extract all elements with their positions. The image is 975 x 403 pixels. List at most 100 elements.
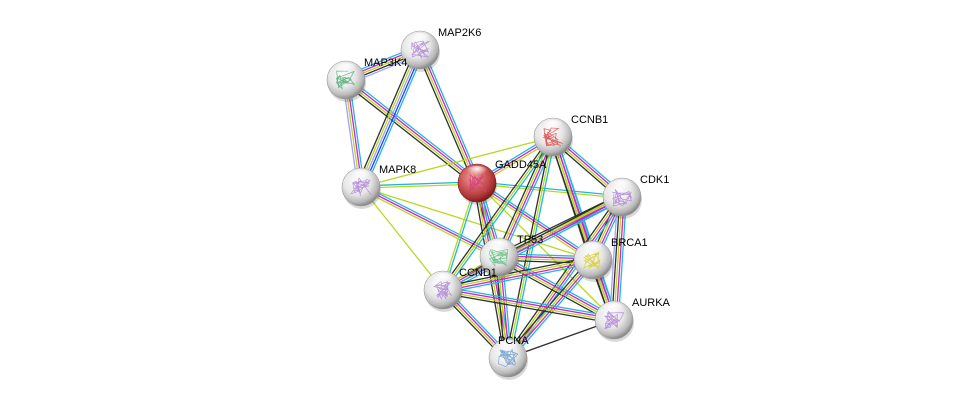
node-gadd45a[interactable]: GADD45A [457, 159, 547, 205]
node-map3k4[interactable]: MAP3K4 [326, 57, 407, 102]
edge-line-textmining [506, 258, 593, 358]
edge-ccnb1-tp53[interactable] [495, 135, 557, 259]
edge-line-textmining [506, 195, 622, 358]
edge-gadd45a-aurka[interactable] [476, 182, 615, 321]
edge-cdk1-aurka[interactable] [608, 196, 628, 321]
node-label: BRCA1 [611, 237, 648, 249]
edge-mapk8-brca1[interactable] [360, 186, 594, 261]
node-label: PCNA [498, 335, 529, 347]
edge-line-neighborhood [362, 50, 423, 189]
edge-line-coexpression [495, 135, 551, 256]
edge-cdk1-pcna[interactable] [504, 194, 626, 361]
edge-line-textmining [360, 186, 444, 291]
node-highlight [496, 341, 520, 355]
edge-line-known-database [444, 199, 624, 294]
node-label: MAP2K6 [438, 27, 481, 39]
node-highlight [487, 240, 511, 254]
node-highlight [431, 273, 455, 287]
node-ccnd1[interactable]: CCND1 [423, 267, 497, 312]
edge-line-coexpression [442, 256, 593, 288]
edge-line-experimental [420, 49, 479, 183]
edge-line-experimental [476, 182, 594, 261]
edge-line-coexpression [356, 48, 417, 186]
edge-line-textmining [498, 257, 614, 322]
edge-line-known-database [509, 137, 556, 359]
node-highlight [581, 243, 605, 257]
edge-line-textmining [507, 136, 554, 359]
edge-line-experimental [346, 78, 479, 183]
edge-gadd45a-cdk1[interactable] [476, 181, 623, 199]
node-highlight [334, 63, 358, 77]
edge-line-textmining [418, 50, 477, 184]
node-highlight [465, 166, 489, 180]
edge-map2k6-gadd45a[interactable] [416, 48, 481, 185]
edge-line-known-database [360, 181, 477, 187]
node-mapk8[interactable]: MAPK8 [341, 164, 416, 209]
edge-line-textmining [476, 182, 615, 321]
edge-line-known-database [500, 253, 616, 318]
node-ccnb1[interactable]: CCNB1 [533, 114, 608, 159]
edge-line-experimental [360, 186, 500, 258]
edge-ccnd1-aurka[interactable] [442, 286, 615, 324]
node-label: CCNB1 [571, 114, 608, 126]
node-label: CDK1 [640, 174, 669, 186]
edge-line-textmining [344, 80, 477, 185]
node-label: CCND1 [459, 267, 497, 279]
edge-line-textmining [442, 290, 614, 322]
edge-map3k4-gadd45a[interactable] [343, 76, 480, 187]
edge-cdk1-ccnd1[interactable] [441, 193, 624, 294]
edge-mapk8-ccnd1[interactable] [360, 186, 444, 291]
node-highlight [408, 33, 432, 47]
protein-structure-icon [488, 248, 509, 267]
edge-line-coexpression [343, 82, 476, 187]
edge-line-experimental [443, 260, 594, 292]
node-highlight [349, 170, 373, 184]
edge-line-textmining [442, 136, 554, 291]
edge-line-textmining [360, 186, 594, 261]
edge-line-coexpression [611, 196, 621, 320]
edge-line-known-database [444, 137, 556, 292]
edge-line-experimental [443, 288, 615, 320]
protein-structure-icon [542, 127, 563, 147]
node-label: AURKA [632, 297, 671, 309]
edge-map2k6-mapk8[interactable] [356, 48, 425, 189]
edge-brca1-ccnd1[interactable] [442, 256, 594, 294]
node-map2k6[interactable]: MAP2K6 [400, 27, 481, 72]
edge-line-coexpression [442, 292, 614, 324]
edge-line-experimental [508, 197, 624, 360]
edge-line-known-database [510, 261, 596, 361]
edge-line-textmining [359, 188, 499, 260]
edge-line-experimental [443, 197, 623, 292]
edge-line-known-database [422, 48, 481, 182]
protein-structure-icon [468, 173, 488, 193]
edge-mapk8-gadd45a[interactable] [360, 181, 478, 189]
edge-line-known-database [443, 262, 594, 294]
edge-mapk8-ccnb1[interactable] [360, 136, 554, 188]
edge-line-coexpression [440, 135, 552, 290]
edge-line-known-database [347, 76, 480, 181]
edge-line-textmining [442, 195, 622, 290]
edge-line-textmining [360, 136, 554, 188]
protein-structure-icon [335, 70, 355, 90]
edge-line-textmining [442, 258, 593, 290]
node-brca1[interactable]: BRCA1 [573, 237, 648, 282]
edge-line-textmining [358, 48, 419, 187]
edge-line-known-database [364, 51, 425, 189]
edge-line-homology [608, 196, 619, 320]
edge-line-homology [360, 49, 421, 188]
edge-line-textmining [497, 136, 553, 257]
node-aurka[interactable]: AURKA [594, 297, 671, 342]
edge-line-textmining [613, 196, 623, 321]
node-label: TP53 [517, 234, 543, 246]
node-tp53[interactable]: TP53 [479, 234, 543, 279]
edge-line-textmining [361, 183, 478, 189]
node-cdk1[interactable]: CDK1 [602, 174, 669, 219]
edge-ccnb1-ccnd1[interactable] [440, 135, 556, 292]
node-highlight [602, 303, 626, 317]
edge-line-coexpression [416, 51, 475, 185]
edge-line-experimental [499, 137, 555, 258]
node-pcna[interactable]: PCNA [488, 335, 529, 380]
edge-line-experimental [499, 255, 615, 320]
